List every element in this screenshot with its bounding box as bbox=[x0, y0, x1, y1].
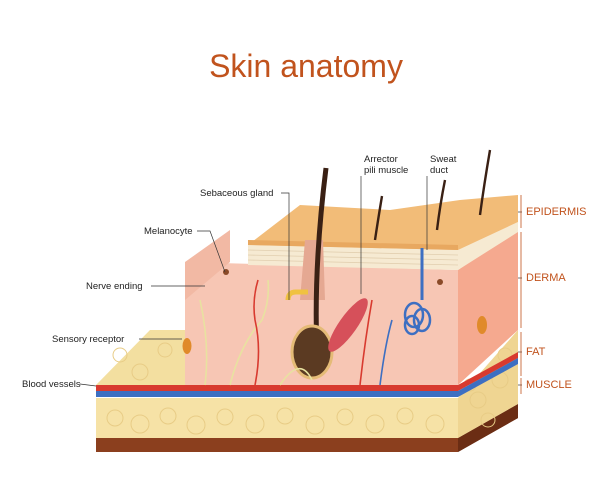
layer-label-derma: DERMA bbox=[526, 272, 566, 284]
arrector-pili-muscle bbox=[328, 298, 368, 352]
sensory-receptor bbox=[182, 338, 192, 354]
sensory-receptor bbox=[477, 316, 487, 334]
hair-shaft bbox=[478, 149, 492, 216]
hair-shaft bbox=[373, 195, 384, 241]
hair-shaft bbox=[435, 179, 447, 231]
muscle-front bbox=[96, 438, 458, 452]
epidermis-top bbox=[248, 195, 518, 250]
label-sweat-line1: Sweat bbox=[430, 154, 457, 165]
hair-bulb bbox=[290, 324, 334, 380]
label-sensory-receptor: Sensory receptor bbox=[52, 334, 125, 345]
artery bbox=[96, 352, 518, 391]
layer-label-muscle: MUSCLE bbox=[526, 379, 572, 391]
label-nerve-ending: Nerve ending bbox=[86, 281, 143, 292]
layer-label-fat: FAT bbox=[526, 346, 546, 358]
label-sweat-duct: Sweat duct bbox=[430, 154, 456, 176]
leader-lines bbox=[79, 176, 522, 387]
sebaceous-gland bbox=[285, 289, 308, 301]
fat-top-left bbox=[96, 330, 190, 385]
blood-capillaries bbox=[253, 279, 393, 386]
fat-cells bbox=[106, 342, 513, 435]
vein bbox=[96, 358, 518, 397]
derma-side bbox=[458, 228, 518, 385]
layer-label-epidermis: EPIDERMIS bbox=[526, 206, 587, 218]
label-melanocyte: Melanocyte bbox=[144, 226, 193, 237]
label-arrector-pili-muscle: Arrector pili muscle bbox=[364, 154, 408, 176]
nerves bbox=[199, 279, 313, 386]
label-sweat-line2: duct bbox=[430, 165, 448, 176]
muscle-side bbox=[458, 404, 518, 452]
derma-left bbox=[185, 230, 230, 300]
label-arrector-line1: Arrector bbox=[364, 154, 398, 165]
epidermis-front bbox=[248, 240, 458, 250]
label-blood-vessels: Blood vessels bbox=[22, 379, 81, 390]
derma-front bbox=[185, 262, 458, 385]
diagram-title: Skin anatomy bbox=[209, 48, 403, 84]
sweat-gland-coil bbox=[403, 301, 432, 336]
label-sebaceous-gland: Sebaceous gland bbox=[200, 188, 274, 199]
label-arrector-line2: pili muscle bbox=[364, 165, 409, 176]
fat-side bbox=[458, 330, 518, 438]
